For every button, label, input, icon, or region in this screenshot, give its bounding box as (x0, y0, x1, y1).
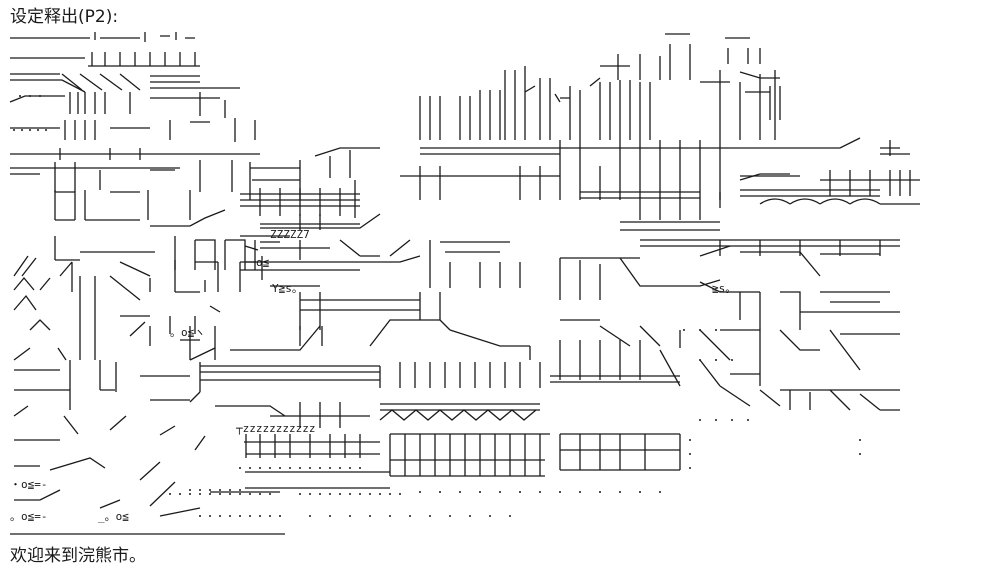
svg-text:o≦: o≦ (256, 256, 270, 269)
svg-text:Y≧s。: Y≧s。 (272, 282, 303, 295)
svg-text:ZZZZZ7: ZZZZZ7 (270, 228, 310, 241)
svg-text:・o≦=-: ・o≦=- (10, 478, 48, 491)
svg-text:。o≦ヽ: 。o≦ヽ (170, 326, 205, 339)
svg-text:_。o≦: _。o≦ (98, 510, 129, 523)
ascii-art-illustration: o≦ Y≧s。 。o≦ヽ ≧s。 ・o≦=- _。o≦ 。o≦=- ZZZZZ7… (9, 32, 920, 535)
svg-text:。o≦=-: 。o≦=- (10, 510, 48, 523)
caption: 欢迎来到浣熊市。 (10, 546, 146, 566)
svg-text:┬zzzzzzzzzzz: ┬zzzzzzzzzzz (235, 422, 315, 435)
page-title: 设定释出(P2): (10, 7, 119, 27)
svg-text:≧s。: ≧s。 (712, 282, 736, 295)
